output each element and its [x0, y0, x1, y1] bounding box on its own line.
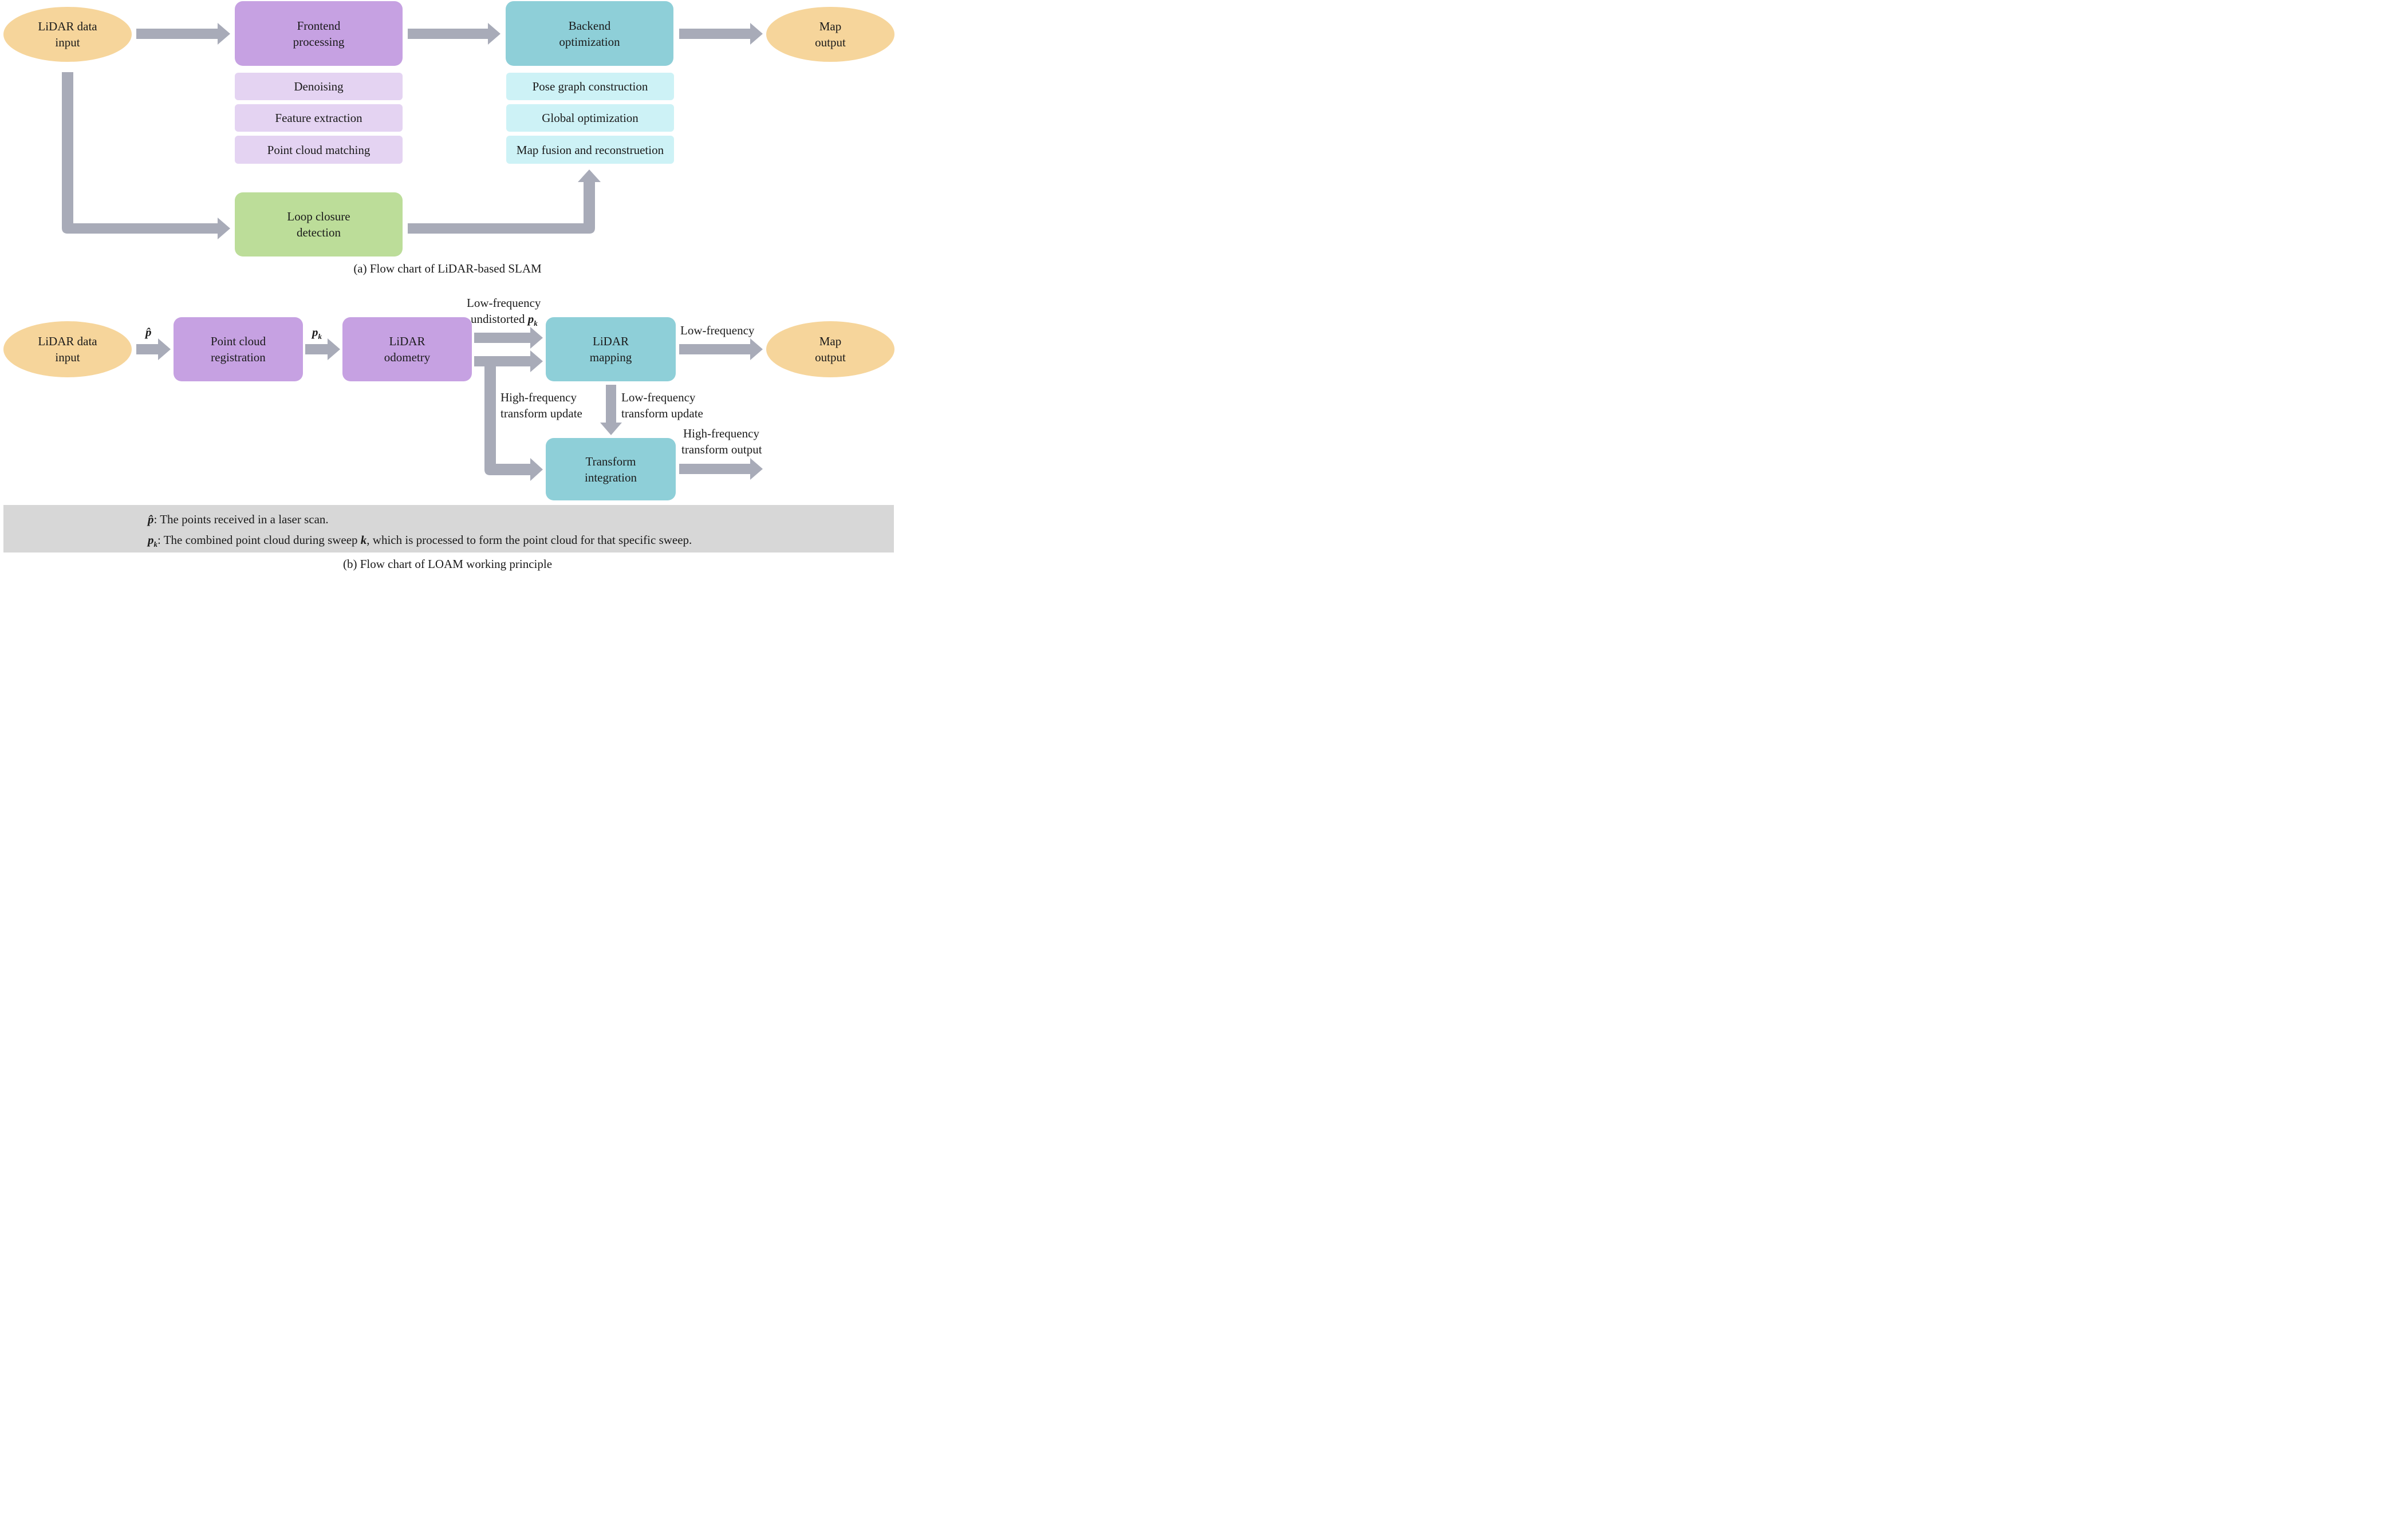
pk-symbol: pk: [312, 324, 322, 345]
global-optimization-step: Global optimization: [506, 104, 674, 132]
arrow-mapping-to-output: [679, 338, 763, 360]
point-cloud-matching-step: Point cloud matching: [235, 136, 403, 164]
arrow-frontend-to-backend: [408, 23, 500, 45]
lowfreq-update-line2: transform update: [621, 407, 703, 420]
caption-b: (b) Flow chart of LOAM working principle: [342, 557, 553, 571]
arrow-loop-to-backend: [408, 169, 601, 234]
map-output-line1-a: Map: [819, 19, 842, 33]
lowfreq-top-line2: undistorted pk: [471, 311, 538, 332]
map-fusion-step: Map fusion and reconstruetion: [506, 136, 674, 164]
legend-p-hat-symbol: p̂: [148, 512, 154, 526]
legend-pk-line: pk: The combined point cloud during swee…: [148, 532, 692, 553]
highfreq-update-line2: transform update: [500, 407, 582, 420]
lidar-input-node-b: LiDAR data input: [3, 321, 132, 377]
lowfreq-right-label: Low-frequency: [680, 323, 755, 337]
lidar-input-line1-b: LiDAR data: [38, 334, 97, 348]
lowfreq-top-undistorted: undistorted: [471, 312, 525, 326]
arrow-odometry-to-mapping-low: [474, 327, 543, 349]
arrow-integration-output: [679, 458, 763, 480]
lowfreq-pk-sub: k: [534, 319, 538, 328]
legend-pk-text-before: : The combined point cloud during sweep: [157, 533, 361, 547]
lowfreq-update-line1: Low-frequency: [621, 390, 696, 404]
caption-a: (a) Flow chart of LiDAR-based SLAM: [353, 262, 542, 275]
arrow-layer: [62, 23, 763, 481]
backend-line1: Backend: [568, 18, 611, 33]
highfreq-update-line1: High-frequency: [500, 390, 577, 404]
lidar-input-line2-a: input: [55, 35, 80, 49]
symbol-legend: p̂: The points received in a laser scan.…: [3, 505, 894, 553]
lidar-odometry-node: LiDAR odometry: [342, 317, 472, 381]
lidar-input-line2-b: input: [55, 350, 80, 364]
legend-k-symbol: k: [360, 533, 367, 547]
map-output-line1-b: Map: [819, 334, 842, 348]
map-output-node-b: Map output: [766, 321, 894, 377]
registration-line1: Point cloud: [210, 334, 266, 348]
lidar-mapping-node: LiDAR mapping: [546, 317, 676, 381]
pose-graph-step: Pose graph construction: [506, 73, 674, 100]
denoising-label: Denoising: [294, 80, 344, 93]
arrow-input-to-registration: [136, 338, 171, 360]
highfreq-output-line2: transform output: [681, 443, 762, 456]
map-fusion-label: Map fusion and reconstruetion: [516, 143, 664, 157]
frontend-line2: processing: [293, 34, 345, 49]
legend-pk-text-after: , which is processed to form the point c…: [366, 533, 692, 547]
integration-line2: integration: [585, 470, 637, 484]
lidar-input-line1-a: LiDAR data: [38, 19, 97, 33]
odometry-line2: odometry: [384, 350, 431, 364]
lowfreq-pk-symbol: pk: [527, 312, 538, 328]
map-output-line2-a: output: [815, 35, 846, 49]
legend-pk-base: p: [148, 533, 154, 547]
arrow-mapping-to-integration: [600, 385, 622, 435]
loop-closure-node: Loop closure detection: [235, 192, 403, 257]
p-hat-symbol: p̂: [145, 325, 152, 339]
highfreq-output-line1: High-frequency: [683, 427, 759, 440]
arrow-input-to-frontend: [136, 23, 230, 45]
arrow-highfreq-to-integration: [484, 356, 543, 481]
legend-p-hat-text: : The points received in a laser scan.: [153, 512, 329, 526]
pk-sub: k: [318, 332, 322, 341]
registration-line2: registration: [211, 350, 266, 364]
odometry-line1: LiDAR: [389, 334, 425, 348]
arrow-registration-to-odometry: [305, 338, 340, 360]
loop-line1: Loop closure: [287, 210, 350, 223]
loop-line2: detection: [297, 226, 341, 239]
legend-pk-sub: k: [153, 540, 158, 549]
mapping-line1: LiDAR: [593, 334, 629, 348]
arrow-odometry-to-mapping-high: [474, 350, 543, 372]
point-cloud-registration-node: Point cloud registration: [174, 317, 303, 381]
lowfreq-pk-base: p: [527, 312, 534, 326]
lidar-input-node-a: LiDAR data input: [3, 7, 132, 62]
global-optimization-label: Global optimization: [542, 111, 639, 125]
map-output-line2-b: output: [815, 350, 846, 364]
transform-integration-node: Transform integration: [546, 438, 676, 500]
feature-extraction-label: Feature extraction: [275, 111, 362, 125]
legend-pk-symbol: pk: [148, 533, 158, 549]
pk-base: p: [312, 325, 318, 339]
legend-p-hat-line: p̂: The points received in a laser scan.: [148, 511, 329, 527]
integration-line1: Transform: [585, 454, 636, 468]
frontend-line1: Frontend: [297, 18, 341, 33]
pose-graph-label: Pose graph construction: [532, 80, 648, 93]
lowfreq-top-line1: Low-frequency: [467, 296, 541, 310]
arrow-backend-to-output: [679, 23, 763, 45]
feature-extraction-step: Feature extraction: [235, 104, 403, 132]
denoising-step: Denoising: [235, 73, 403, 100]
point-cloud-matching-label: Point cloud matching: [267, 143, 371, 157]
mapping-line2: mapping: [589, 350, 632, 364]
map-output-node-a: Map output: [766, 7, 894, 62]
arrow-input-to-loop: [62, 72, 230, 239]
backend-line2: optimization: [559, 34, 620, 49]
